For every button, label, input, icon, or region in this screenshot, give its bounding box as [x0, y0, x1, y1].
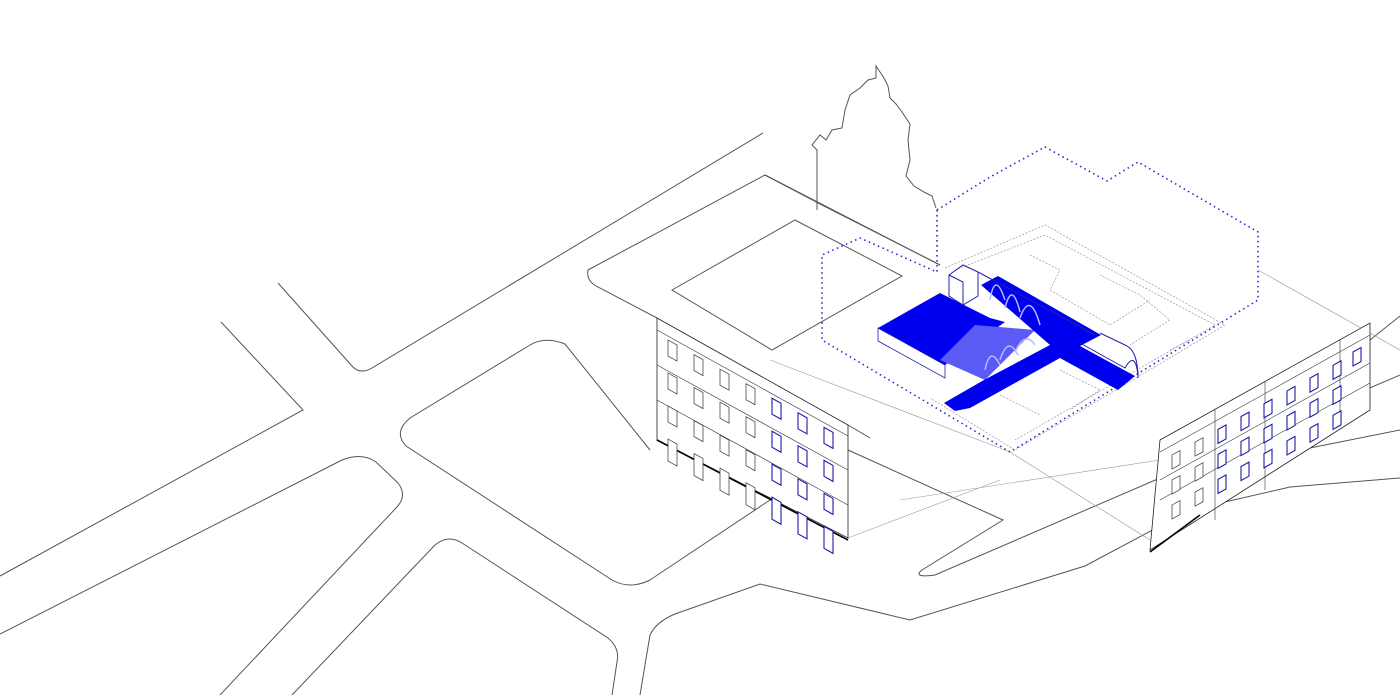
- window: [719, 401, 730, 424]
- window: [1240, 411, 1250, 432]
- window: [1217, 473, 1227, 495]
- window: [745, 482, 756, 511]
- church-silhouette: [811, 64, 937, 210]
- block-south: [291, 538, 619, 695]
- block-central-east: [847, 374, 1400, 577]
- wall-volumes: [948, 264, 1139, 379]
- window: [1240, 436, 1250, 457]
- window: [1263, 423, 1273, 444]
- road-southeast: [639, 477, 1400, 695]
- main-strip: [944, 276, 1135, 411]
- window: [719, 368, 730, 391]
- right-facade-building: [1149, 322, 1371, 553]
- window: [771, 463, 782, 487]
- left-facade-building: [656, 317, 849, 555]
- window: [1309, 397, 1319, 419]
- window: [745, 383, 756, 406]
- window: [745, 416, 756, 439]
- window: [745, 449, 756, 472]
- window: [771, 496, 782, 526]
- window: [1194, 462, 1204, 482]
- block-southwest: [0, 456, 403, 695]
- window: [719, 467, 730, 496]
- window: [771, 430, 782, 454]
- window: [1352, 346, 1362, 367]
- window: [1194, 437, 1204, 457]
- window: [1332, 384, 1342, 406]
- window: [797, 510, 808, 540]
- window: [1217, 448, 1227, 470]
- window: [771, 397, 782, 421]
- window: [797, 444, 808, 468]
- window: [667, 339, 678, 362]
- block-outline-dotted: [821, 146, 1259, 453]
- intervention-volume: [877, 264, 1139, 411]
- window: [1263, 398, 1273, 419]
- window: [693, 419, 704, 443]
- plaza-plate: [878, 293, 1005, 365]
- window: [1194, 487, 1204, 507]
- window: [797, 411, 808, 435]
- window: [823, 459, 834, 483]
- window: [823, 492, 834, 516]
- window: [1286, 385, 1296, 406]
- window: [667, 438, 678, 467]
- window: [719, 434, 730, 457]
- plaza-outer: [587, 174, 941, 319]
- window: [1309, 422, 1319, 444]
- window: [1332, 409, 1342, 431]
- window: [1171, 449, 1181, 470]
- right-facade: [1149, 322, 1371, 551]
- window: [1171, 474, 1181, 495]
- window: [1217, 423, 1227, 445]
- church-site-line: [764, 174, 941, 439]
- window: [797, 477, 808, 501]
- construction-lines: [769, 269, 1400, 541]
- street-network: [0, 132, 1400, 695]
- street-north: [277, 132, 764, 372]
- window: [1171, 499, 1181, 520]
- left-facade-windows: [667, 339, 834, 555]
- right-facade-windows: [1171, 346, 1362, 520]
- window: [823, 525, 834, 555]
- window: [693, 353, 704, 377]
- ground-floor-plan: [929, 224, 1226, 451]
- plaza-inner: [671, 219, 904, 351]
- window: [823, 426, 834, 450]
- window: [1240, 461, 1250, 482]
- window: [1286, 410, 1296, 431]
- window: [1309, 372, 1319, 394]
- arches: [984, 284, 1041, 371]
- window: [1286, 435, 1296, 456]
- window: [667, 405, 678, 428]
- road-east-edge: [1369, 315, 1400, 341]
- window: [1332, 359, 1342, 381]
- window: [667, 372, 678, 395]
- window: [693, 386, 704, 410]
- window: [1263, 448, 1273, 469]
- street-west: [0, 321, 304, 577]
- block-central: [399, 339, 771, 586]
- window: [693, 452, 704, 482]
- ramp-plate: [940, 325, 1035, 380]
